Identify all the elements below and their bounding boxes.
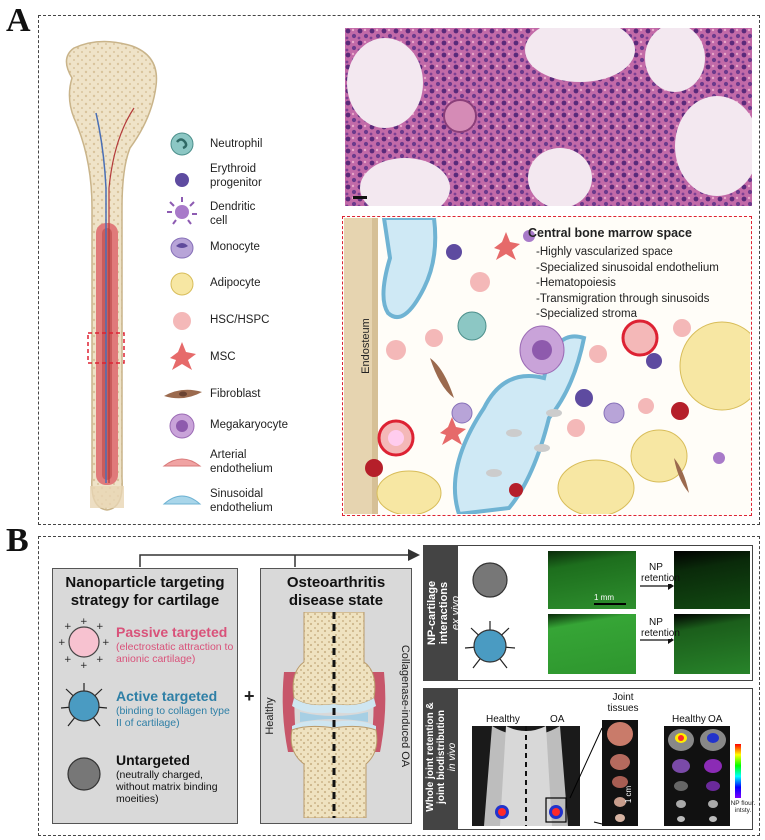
scale-bar-1mm: 1 mm [594, 593, 614, 602]
invivo-oa-label: OA [550, 714, 565, 725]
exvivo-sidebar [424, 546, 458, 680]
svg-text:+: + [102, 638, 110, 648]
invivo-side-main: Whole joint retention & joint biodistrib… [425, 702, 447, 812]
exvivo-side-sub: ex vivo [450, 595, 462, 631]
legend-msc: MSC [210, 351, 236, 363]
endosteum-label: Endosteum [360, 318, 372, 374]
passive-name: Passive targeted [116, 624, 228, 640]
exvivo-side-main: NP-cartilage interactions [426, 580, 450, 646]
active-np-icon [60, 683, 108, 727]
whole-animal-image [472, 726, 580, 826]
marrow-feature: -Hematopoiesis [536, 277, 616, 289]
marrow-title: Central bone marrow space [528, 226, 692, 240]
healthy-label: Healthy [264, 697, 276, 735]
passive-desc: (electrostatic attraction to anionic car… [116, 641, 234, 665]
exvivo-untargeted-np [472, 562, 508, 598]
invivo-healthy-label: Healthy [486, 714, 520, 725]
cartilage-image-1b [674, 551, 750, 609]
hsc-icon [173, 312, 191, 330]
joint-tissues-label: Joint tissues [607, 692, 639, 714]
sinusoidal-endothelium-icon [162, 495, 202, 505]
legend-erythroid: Erythroid progenitor [210, 163, 262, 189]
monocyte-icon [170, 237, 194, 259]
scale-bar-1cm: 1 cm [624, 785, 634, 804]
colorbar [735, 744, 741, 798]
dendritic-icon [167, 197, 197, 225]
panel-b-frame [38, 536, 760, 836]
invivo-oa2-label: OA [708, 714, 723, 725]
marrow-feature: -Specialized sinusoidal endothelium [536, 261, 719, 274]
panel-b-letter: B [6, 522, 29, 559]
panel-a-frame [38, 15, 760, 525]
strategy-title: Nanoparticle targeting strategy for cart… [65, 574, 225, 609]
active-name: Active targeted [116, 688, 218, 704]
svg-text:+: + [64, 655, 72, 665]
untargeted-name: Untargeted [116, 752, 190, 768]
legend-dendritic: Dendritic cell [210, 201, 256, 227]
marrow-schematic [344, 218, 750, 514]
joint-illustration [282, 612, 386, 818]
legend-monocyte: Monocyte [210, 241, 260, 253]
plus-sign: + [244, 686, 255, 706]
passive-np-icon: + + + + + + + + [58, 617, 110, 668]
legend-adipocyte: Adipocyte [210, 277, 261, 289]
msc-icon [170, 342, 196, 370]
invivo-side-text: Whole joint retention & joint biodistrib… [425, 692, 458, 822]
marrow-feature-list: -Highly vascularized space -Specialized … [536, 245, 719, 323]
retention-label-2: NP retention [641, 617, 680, 639]
invivo-side-sub: in vivo [447, 742, 458, 772]
cell-legend-icons [162, 132, 202, 505]
exvivo-side-text: NP-cartilage interactions ex vivo [426, 551, 462, 675]
megakaryocyte-icon [169, 413, 195, 439]
legend-sinusoidal: Sinusoidal endothelium [210, 488, 273, 514]
cartilage-image-2b [674, 614, 750, 674]
marrow-feature: -Highly vascularized space [536, 246, 673, 258]
untargeted-np-icon [67, 757, 101, 791]
erythroid-icon [175, 173, 189, 187]
colorbar-label: NP flour. intsty. [730, 800, 756, 814]
oa-label: Collagenase-induced OA [399, 644, 411, 768]
femur-illustration [65, 40, 158, 511]
legend-megakaryocyte: Megakaryocyte [210, 419, 288, 431]
svg-text:+: + [96, 655, 104, 665]
cartilage-image-2a [548, 614, 636, 674]
disease-title: Osteoarthritis disease state [286, 574, 386, 609]
svg-text:+: + [64, 622, 72, 632]
marrow-feature: -Transmigration through sinusoids [536, 292, 710, 305]
legend-arterial: Arterial endothelium [210, 449, 273, 475]
arterial-endothelium-icon [162, 458, 202, 467]
biodistribution-images [664, 726, 730, 826]
adipocyte-icon [170, 272, 194, 296]
svg-text:+: + [96, 622, 104, 632]
retention-label-1: NP retention [641, 562, 680, 584]
neutrophil-icon [170, 132, 194, 156]
untargeted-desc: (neutrally charged, without matrix bindi… [116, 769, 218, 805]
invivo-healthy2-label: Healthy [672, 714, 706, 725]
marrow-feature: -Specialized stroma [536, 308, 637, 320]
connector-arrow [139, 549, 420, 567]
svg-text:+: + [80, 661, 88, 668]
joint-tissue-photos [602, 720, 638, 826]
cartilage-image-1a [548, 551, 636, 609]
legend-fibroblast: Fibroblast [210, 388, 261, 400]
histology-image [345, 28, 752, 206]
fibroblast-icon [164, 389, 202, 399]
svg-text:+: + [58, 638, 66, 648]
zoom-connector [569, 727, 603, 825]
active-desc: (binding to collagen type II of cartilag… [116, 705, 230, 729]
legend-hsc: HSC/HSPC [210, 314, 270, 326]
exvivo-active-np [464, 621, 516, 669]
scale-bar-line [594, 603, 626, 605]
panel-a-letter: A [6, 2, 31, 39]
svg-text:+: + [80, 617, 88, 627]
legend-neutrophil: Neutrophil [210, 138, 263, 150]
invivo-sidebar [424, 689, 458, 829]
